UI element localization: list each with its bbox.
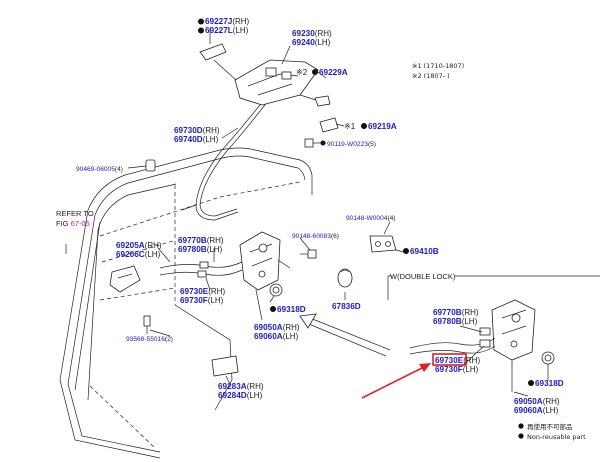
label-90119: 90119-W0223(5) <box>320 140 376 148</box>
svg-text:再使用不可部品: 再使用不可部品 <box>527 422 573 431</box>
svg-text:69060A(LH): 69060A(LH) <box>514 406 559 415</box>
svg-text:69730F(LH): 69730F(LH) <box>435 365 479 374</box>
handle-cover <box>199 43 237 81</box>
clip-90469 <box>145 159 156 172</box>
svg-text:69240(LH): 69240(LH) <box>292 38 331 47</box>
door-lock-assy-center <box>239 231 291 291</box>
svg-text:69206C(LH): 69206C(LH) <box>116 250 161 259</box>
svg-text:69730D(RH): 69730D(RH) <box>174 126 220 135</box>
fig-link[interactable]: 67-05 <box>71 219 90 228</box>
label-69770B: 69770B(RH) 69780B(LH) <box>178 236 224 254</box>
lock-rod-cable <box>181 94 272 221</box>
label-69205A: 69205A(RH) 69206C(LH) <box>116 241 162 259</box>
svg-text:69318D: 69318D <box>535 379 564 388</box>
svg-text:69229A: 69229A <box>319 68 348 77</box>
svg-text:69219A: 69219A <box>368 122 397 131</box>
label-69050A-right: 69050A(RH) 69060A(LH) <box>514 397 560 415</box>
date-notes: ※1 (1710-1807) ※2 (1807- ) <box>412 62 464 80</box>
svg-text:69780B(LH): 69780B(LH) <box>178 245 223 254</box>
label-90148-w: 90148-W0004(4) <box>346 215 396 222</box>
label-67836D: 67836D <box>332 302 361 311</box>
svg-text:※2 (1807- ): ※2 (1807- ) <box>412 72 450 80</box>
label-93568: 93568-55016(2) <box>126 336 173 343</box>
svg-text:69780B(LH): 69780B(LH) <box>433 317 478 326</box>
label-69318D-right: 69318D <box>528 379 564 388</box>
svg-text:90148-60083(6): 90148-60083(6) <box>292 233 339 240</box>
svg-text:69410B: 69410B <box>410 247 439 256</box>
double-lock-box: W(DOUBLE LOCK) <box>387 272 600 300</box>
legend: 再使用不可部品 Non-reusable part <box>518 422 586 441</box>
svg-text:69227J(RH): 69227J(RH) <box>205 17 250 26</box>
svg-text:69770B(RH): 69770B(RH) <box>433 308 479 317</box>
label-69283A: 69283A(RH) 69284D(LH) <box>218 382 264 400</box>
label-90469: 90469-06005(4) <box>76 166 123 173</box>
grommet-69318D <box>269 283 283 297</box>
leader-lines <box>65 28 529 397</box>
outside-handle-assy <box>234 59 331 107</box>
svg-text:69227L(LH): 69227L(LH) <box>205 26 249 35</box>
svg-text:69318D: 69318D <box>277 305 306 314</box>
pad-69219A <box>319 117 339 133</box>
screw-93568 <box>143 315 151 334</box>
svg-text:※1: ※1 <box>344 122 356 131</box>
wire-harness-center <box>159 261 243 278</box>
svg-text:90148-W0004(4): 90148-W0004(4) <box>346 215 396 222</box>
label-69410B: 69410B <box>403 247 439 256</box>
label-69219A: ※1 69219A <box>344 122 397 131</box>
svg-text:69730F(LH): 69730F(LH) <box>180 296 224 305</box>
inside-handle-69205A <box>109 265 141 293</box>
svg-text:69230(RH): 69230(RH) <box>292 29 332 38</box>
label-69730E-right: 69730E(RH) 69730F(LH) <box>432 353 480 374</box>
svg-text:69740D(LH): 69740D(LH) <box>174 135 219 144</box>
svg-text:※1 (1710-1807): ※1 (1710-1807) <box>412 62 464 70</box>
label-69229A: ※2 69229A <box>296 68 348 77</box>
label-69230: 69230(RH) 69240(LH) <box>292 29 332 47</box>
wire-harness-right <box>409 327 496 355</box>
svg-text:69284D(LH): 69284D(LH) <box>218 391 263 400</box>
svg-text:69730E(RH): 69730E(RH) <box>180 287 225 296</box>
double-lock-title: W(DOUBLE LOCK) <box>390 272 456 281</box>
svg-text:69050A(RH): 69050A(RH) <box>514 397 560 406</box>
label-69730D: 69730D(RH) 69740D(LH) <box>174 126 220 144</box>
svg-text:69050A(RH): 69050A(RH) <box>254 323 300 332</box>
label-69318D-center: 69318D <box>270 305 306 314</box>
label-69050A-center: 69050A(RH) 69060A(LH) <box>254 323 300 341</box>
striker-69410B <box>369 235 397 253</box>
bolt-90148-60083 <box>300 249 317 259</box>
svg-text:69283A(RH): 69283A(RH) <box>218 382 264 391</box>
grommet-69318D-right <box>541 351 555 380</box>
red-callout-arrow <box>361 363 431 399</box>
svg-text:69730E(RH): 69730E(RH) <box>435 356 480 365</box>
svg-text:90119-W0223(5): 90119-W0223(5) <box>327 141 376 148</box>
bezel-69283A <box>211 355 239 377</box>
svg-text:90469-06005(4): 90469-06005(4) <box>76 166 123 173</box>
refer-to-fig: REFER TO FIG 67-05 <box>56 209 94 228</box>
svg-text:69770B(RH): 69770B(RH) <box>178 236 224 245</box>
label-69770B-right: 69770B(RH) 69780B(LH) <box>433 308 479 326</box>
svg-text:Non-reusable part: Non-reusable part <box>527 433 586 441</box>
svg-text:FIG 67-05: FIG 67-05 <box>56 219 90 228</box>
svg-text:69060A(LH): 69060A(LH) <box>254 332 299 341</box>
svg-text:REFER TO: REFER TO <box>56 209 94 218</box>
label-69730E: 69730E(RH) 69730F(LH) <box>180 287 225 305</box>
direction-arrow <box>299 313 391 357</box>
svg-text:67836D: 67836D <box>332 302 361 311</box>
cover-67836D <box>337 268 353 288</box>
highlight-box <box>432 353 467 366</box>
label-90148-60083: 90148-60083(6) <box>292 233 339 240</box>
door-lock-assy-right <box>491 299 536 392</box>
label-69227: 69227J(RH) 69227L(LH) <box>198 17 250 35</box>
svg-text:※2: ※2 <box>296 68 308 77</box>
svg-text:93568-55016(2): 93568-55016(2) <box>126 336 173 343</box>
svg-text:69205A(RH): 69205A(RH) <box>116 241 162 250</box>
bolt-90119 <box>304 138 322 148</box>
